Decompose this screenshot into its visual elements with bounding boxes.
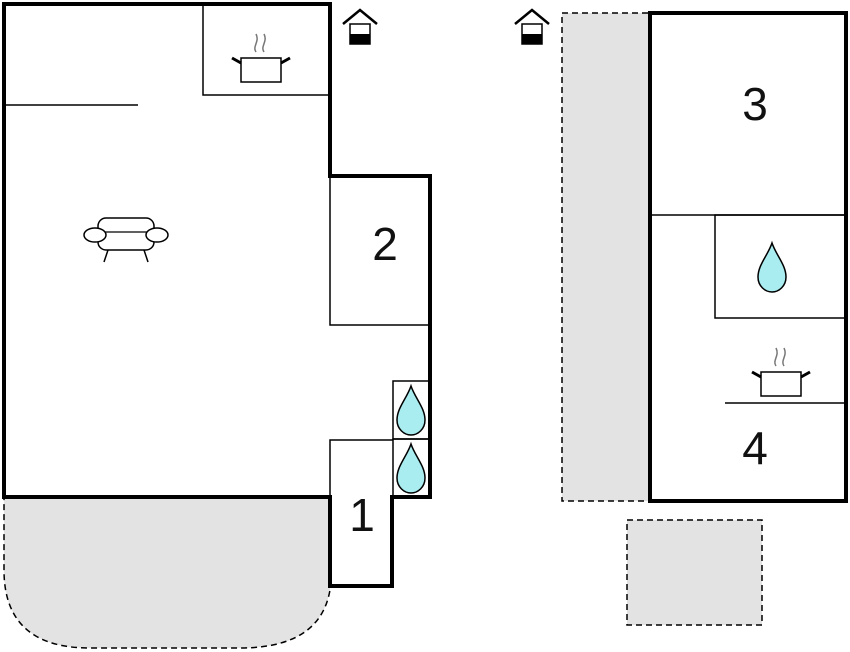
room-1-wall	[329, 439, 393, 497]
room-label-3: 3	[742, 78, 768, 130]
entrance-house-icon	[341, 8, 379, 46]
room-2-wall	[329, 176, 430, 326]
entrance-house-icon	[513, 8, 551, 46]
patio-area	[626, 519, 763, 626]
cooking-pot-icon	[750, 346, 812, 398]
water-drop-icon	[757, 242, 787, 293]
bathroom-box	[714, 214, 847, 319]
water-drop-icon	[396, 443, 426, 494]
room-label-4: 4	[742, 422, 768, 474]
walkway-area	[561, 12, 650, 502]
shower-box-lower	[392, 438, 431, 498]
room-label-1: 1	[349, 489, 375, 541]
terrace-area	[3, 496, 331, 649]
sofa-icon	[83, 217, 169, 263]
room-label-2: 2	[372, 218, 398, 270]
kitchen-nook-wall	[202, 4, 330, 96]
cooking-pot-icon	[230, 32, 292, 84]
water-drop-icon	[396, 385, 426, 436]
building-1-outline	[2, 2, 432, 588]
